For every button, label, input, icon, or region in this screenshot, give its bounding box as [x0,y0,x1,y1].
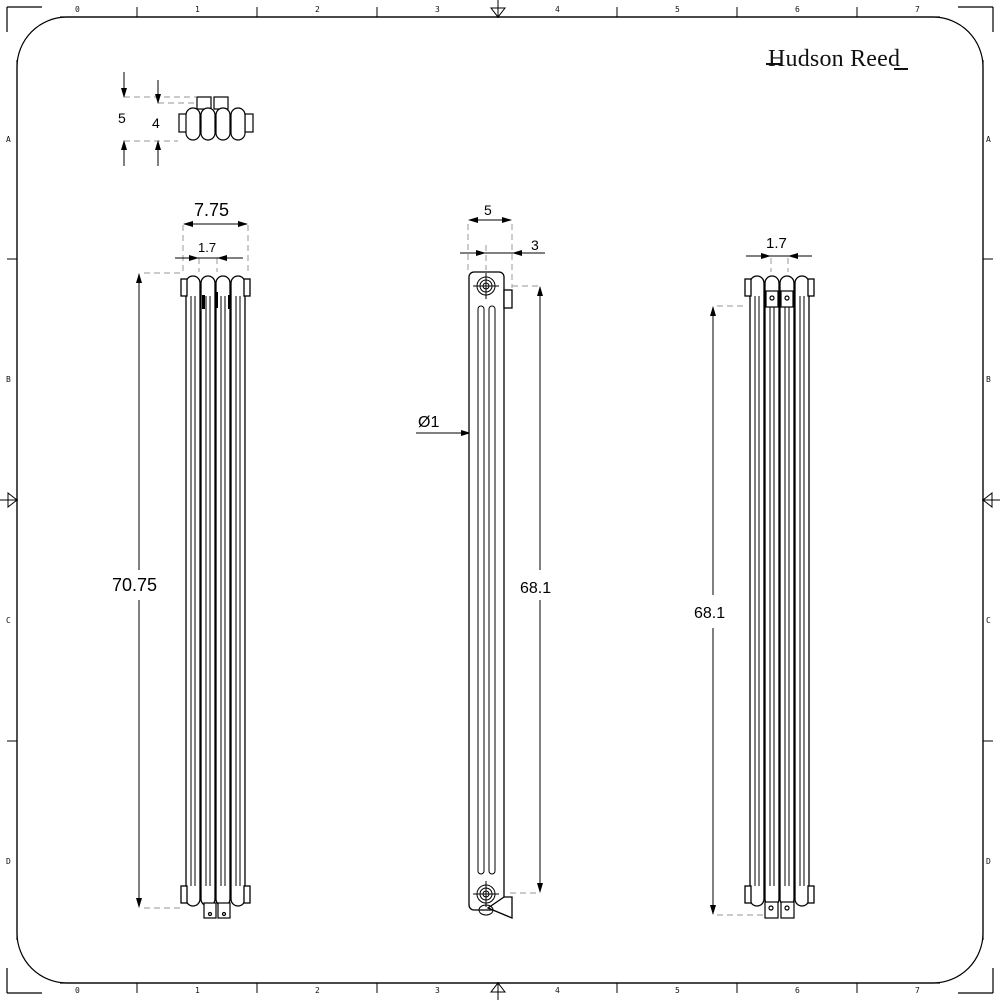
brand-logo: Hudson Reed [765,46,909,72]
row-label-right: D [986,857,991,866]
horizontal-ruler-ticks [7,7,993,993]
row-label-left: A [6,135,11,144]
col-label-bottom: 7 [915,986,920,995]
col-label-bottom: 0 [75,986,80,995]
front-width-label: 7.75 [194,200,229,220]
front-height-label: 70.75 [112,575,157,595]
side-depth-label: 5 [484,202,492,218]
col-label-top: 5 [675,5,680,14]
row-label-left: C [6,616,11,625]
col-label-bottom: 5 [675,986,680,995]
col-label-bottom: 6 [795,986,800,995]
side-pipe-centres-label: 68.1 [520,580,551,597]
col-label-bottom: 2 [315,986,320,995]
col-label-top: 1 [195,5,200,14]
top-view: 5 4 [118,72,254,166]
rear-view: 1.7 68.1 [694,235,815,919]
col-label-top: 6 [795,5,800,14]
side-view: 5 3 Ø1 68.1 [416,202,551,919]
col-label-bottom: 3 [435,986,440,995]
row-label-left: B [6,375,11,384]
col-label-top: 4 [555,5,560,14]
top-view-depth-inner: 4 [152,115,160,131]
side-wall-offset-label: 3 [531,237,539,253]
row-label-right: B [986,375,991,384]
col-label-top: 0 [75,5,80,14]
row-label-right: C [986,616,991,625]
col-label-bottom: 1 [195,986,200,995]
front-column-spacing-label: 1.7 [198,240,216,255]
rear-column-spacing-label: 1.7 [766,235,787,252]
front-view: 7.75 1.7 70.75 [112,200,251,919]
col-label-top: 7 [915,5,920,14]
row-label-right: A [986,135,991,144]
side-pipe-diameter-label: Ø1 [418,414,439,431]
col-label-bottom: 4 [555,986,560,995]
col-label-top: 2 [315,5,320,14]
row-label-left: D [6,857,11,866]
rear-pipe-centres-label: 68.1 [694,605,725,622]
ruler-labels: 0 1 2 3 4 5 6 7 0 1 2 3 4 5 6 7 A B C D … [6,5,991,995]
top-view-depth-outer: 5 [118,110,126,126]
col-label-top: 3 [435,5,440,14]
